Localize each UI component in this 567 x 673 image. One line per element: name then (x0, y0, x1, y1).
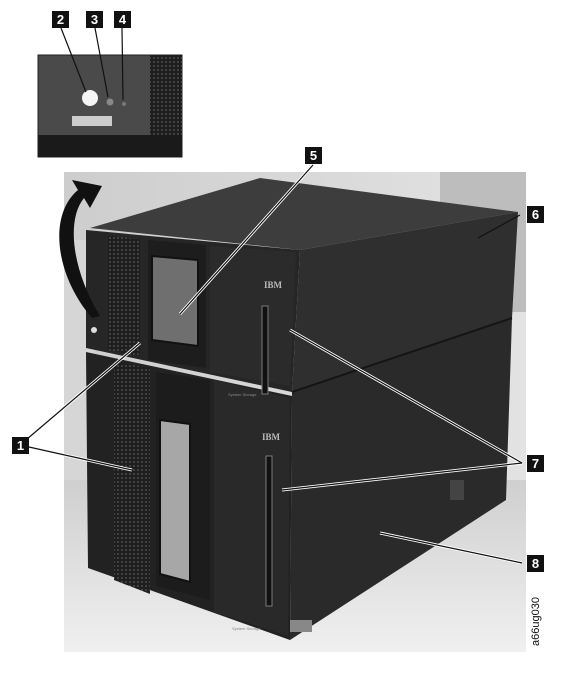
callout-7: 7 (527, 455, 544, 472)
callout-8: 8 (527, 555, 544, 572)
cabinet-side-lower (290, 318, 512, 640)
caster-front (290, 620, 312, 632)
panel-label-lower: System Storage (232, 626, 261, 631)
brand-logo-upper: IBM (264, 280, 283, 290)
cabinet-top-surface (90, 178, 518, 250)
panel-label-upper: System Storage (228, 392, 257, 397)
library-cabinet: IBM IBM System Storage System Storage (86, 178, 518, 640)
serial-label (72, 116, 112, 126)
callout-6: 6 (527, 206, 544, 223)
callout-3: 3 (86, 11, 103, 28)
power-button-icon (91, 327, 97, 333)
callout-4: 4 (114, 11, 131, 28)
curved-arrow-icon (59, 180, 102, 318)
io-station-handle-upper (261, 305, 269, 395)
lower-window (159, 418, 191, 584)
io-station-handle-lower (265, 455, 273, 607)
vent-lower (114, 362, 150, 594)
control-panel-closeup (37, 54, 183, 158)
touchscreen-display (151, 254, 199, 348)
figure-id: a66ug030 (530, 597, 542, 646)
caster-rear (450, 480, 464, 500)
cabinet-side-upper (292, 212, 518, 392)
callout-5: 5 (305, 147, 322, 164)
led-indicator-icon (106, 98, 114, 106)
callout-1: 1 (12, 437, 29, 454)
callout-2: 2 (52, 11, 69, 28)
power-button-closeup (82, 90, 98, 106)
led-indicator-small (122, 102, 126, 106)
vent-upper (108, 236, 140, 356)
brand-logo-lower: IBM (262, 432, 281, 442)
